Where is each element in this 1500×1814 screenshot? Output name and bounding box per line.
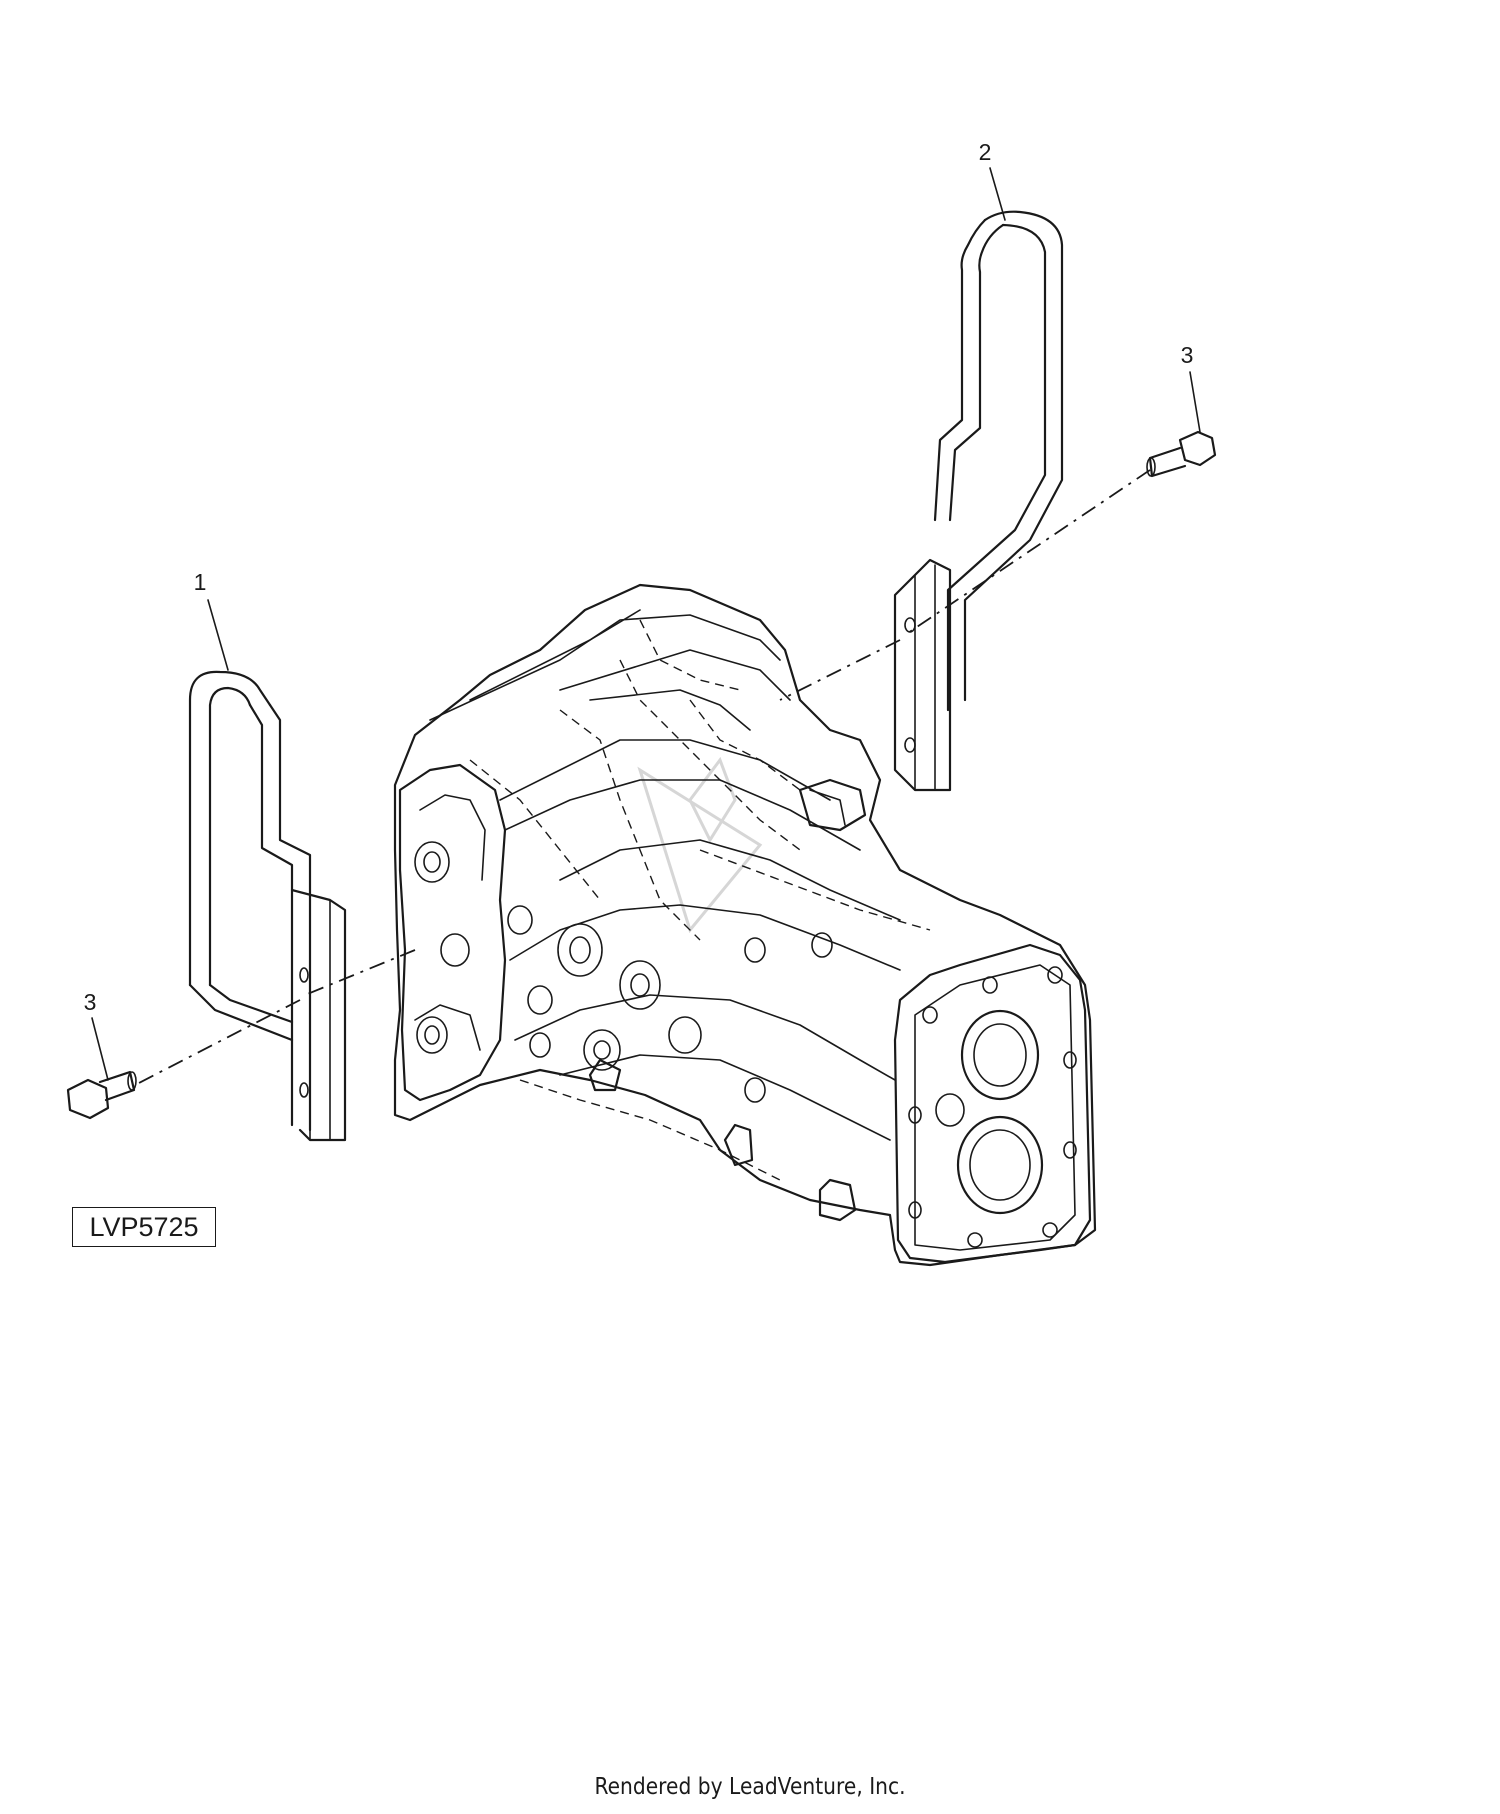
bolt-part-3-left bbox=[66, 1070, 137, 1120]
handle-part-2 bbox=[893, 210, 1064, 792]
assembly-lines bbox=[134, 469, 1151, 1086]
callout-2: 2 bbox=[979, 139, 992, 165]
bolt-part-3-right bbox=[1146, 430, 1217, 478]
footer-credit: Rendered by LeadVenture, Inc. bbox=[594, 1774, 906, 1800]
transmission-housing bbox=[393, 583, 1097, 1267]
figure-id-label: LVP5725 bbox=[72, 1207, 216, 1247]
watermark-logo bbox=[637, 756, 763, 934]
callout-3-right: 3 bbox=[1181, 342, 1194, 368]
callout-1: 1 bbox=[194, 569, 207, 595]
callout-3-left: 3 bbox=[84, 989, 97, 1015]
handle-part-1 bbox=[188, 670, 347, 1142]
leader-lines bbox=[91, 167, 1201, 1081]
